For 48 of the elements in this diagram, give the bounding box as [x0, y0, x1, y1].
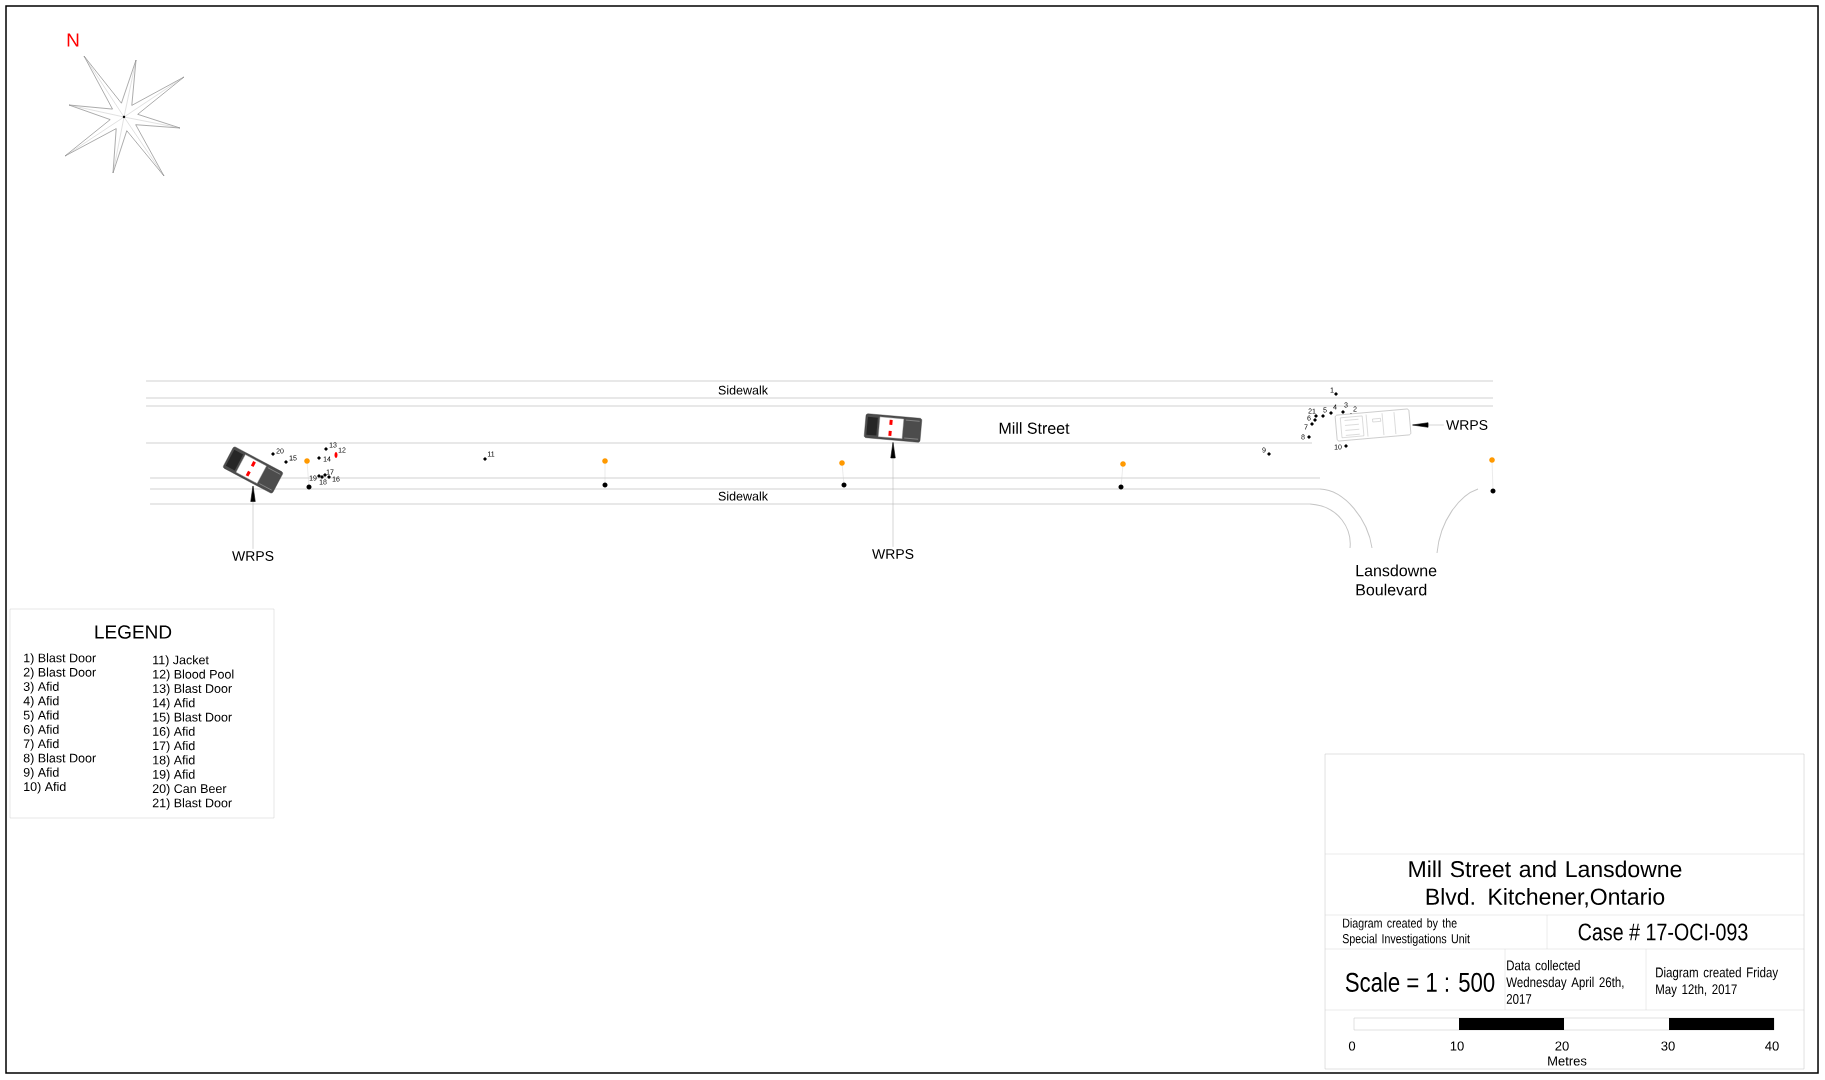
- scale-unit: Metres: [1548, 1056, 1587, 1066]
- legend-entry: 10) Afid: [24, 781, 66, 794]
- legend-entry: 14) Afid: [153, 698, 195, 710]
- legend-entry: 18) Afid: [153, 755, 195, 767]
- legend-entry: 21) Blast Door: [152, 798, 232, 810]
- police-car-drawing: [1335, 408, 1412, 442]
- legend-entry: 20) Can Beer: [152, 783, 227, 796]
- legend-entry: 17) Afid: [153, 741, 195, 753]
- compass-letter: N: [67, 33, 79, 47]
- legend-entry: 1) Blast Door: [24, 653, 96, 665]
- police-car-drawing: [223, 446, 283, 494]
- legend-entry: 13) Blast Door: [153, 683, 232, 696]
- scale-number: 40: [1765, 1041, 1779, 1051]
- scale-number: 20: [1555, 1041, 1569, 1051]
- text-label: WRPS: [1446, 420, 1488, 430]
- case-number: Case # 17-OCI-093: [1578, 923, 1748, 941]
- legend-entry: 12) Blood Pool: [153, 669, 234, 682]
- text-label: WRPS: [872, 549, 914, 559]
- scale-ratio: Scale = 1 : 500: [1345, 972, 1495, 992]
- legend-entry: 2) Blast Door: [23, 667, 96, 680]
- street-label: Lansdowne Boulevard: [1356, 564, 1437, 596]
- legend-entry: 11) Jacket: [153, 655, 209, 667]
- title: Mill Street and Lansdowne Blvd. Kitchener,Ontario: [1409, 860, 1682, 908]
- legend-entry: 3) Afid: [23, 681, 59, 694]
- legend-entry: 15) Blast Door: [153, 712, 232, 725]
- credit-text: Diagram created by the Special Investigations Unit: [1342, 918, 1470, 946]
- legend-entry: 4) Afid: [23, 696, 59, 708]
- legend-entry: 7) Afid: [23, 739, 59, 751]
- leader-arrow: [250, 485, 256, 550]
- scale-number: 10: [1450, 1041, 1464, 1051]
- street-label: Sidewalk: [718, 385, 769, 395]
- legend-entry: 6) Afid: [23, 724, 59, 737]
- scale-number: 0: [1348, 1041, 1356, 1051]
- legend-entry: 5) Afid: [23, 710, 59, 723]
- legend-heading: LEGEND: [95, 625, 172, 639]
- legend-entry: 9) Afid: [23, 767, 59, 780]
- date-text: Data collected Wednesday April 26th, 2017: [1506, 960, 1624, 1004]
- police-car-drawing: [864, 413, 922, 443]
- street-label: Mill Street: [999, 422, 1070, 434]
- scale-number: 30: [1661, 1041, 1675, 1051]
- legend-entry: 8) Blast Door: [23, 753, 96, 765]
- leader-arrow: [890, 442, 896, 548]
- street-label: Sidewalk: [718, 491, 769, 501]
- text-label: WRPS: [232, 551, 274, 561]
- leader-arrow: [1412, 422, 1445, 428]
- legend-entry: 19) Afid: [153, 769, 195, 782]
- date-text: Diagram created Friday May 12th, 2017: [1656, 967, 1779, 997]
- legend-entry: 16) Afid: [153, 726, 195, 739]
